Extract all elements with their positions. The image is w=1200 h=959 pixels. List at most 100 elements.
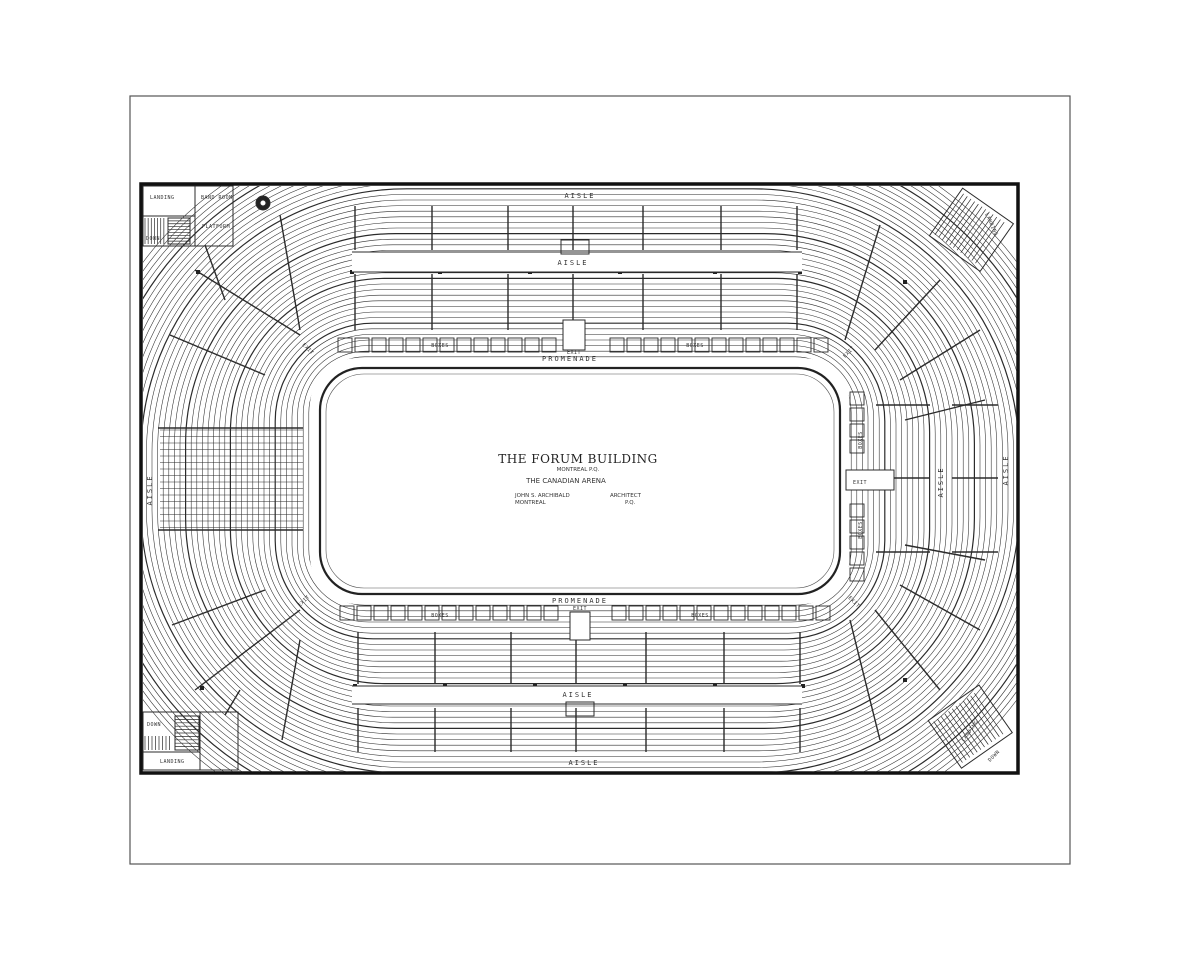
radial-divider	[194, 609, 301, 691]
radial-divider	[899, 584, 981, 631]
rink-inner-line	[325, 373, 835, 589]
aisle-label-left: AISLE	[146, 474, 154, 505]
box-seat	[849, 519, 865, 534]
section-dividers	[158, 206, 998, 752]
promenade-label-bottom: PROMENADE	[552, 597, 608, 605]
radial-divider	[194, 269, 301, 336]
stair-bottom-center	[565, 701, 595, 717]
aisle-label-right-outer: AISLE	[1002, 454, 1010, 485]
box-seat	[371, 337, 387, 353]
boxes-label-right-upper: BOXES	[858, 431, 864, 449]
radial-divider	[849, 619, 881, 741]
box-seat	[356, 605, 372, 621]
plan-title: THE FORUM BUILDING	[498, 452, 658, 466]
radial-divider	[171, 589, 266, 626]
box-seat	[662, 605, 678, 621]
box-seat	[439, 337, 455, 353]
promenade-top	[352, 252, 802, 272]
box-seat	[337, 337, 353, 353]
box-seat	[456, 337, 472, 353]
sheet-border	[129, 95, 1071, 865]
exit-right-opening	[845, 469, 895, 491]
seat-row	[196, 244, 964, 718]
seat-row	[162, 210, 998, 752]
boxes-label-right-lower: BOXES	[858, 521, 864, 539]
box-seat	[849, 407, 865, 422]
box-seat	[849, 535, 865, 550]
seat-row	[190, 238, 970, 724]
box-seat	[626, 337, 642, 353]
box-seat	[507, 337, 523, 353]
boxes-label-bottom-left: BOXES	[431, 613, 449, 619]
promenade-label-top: PROMENADE	[542, 355, 598, 363]
exit-label-bottom: EXIT	[573, 606, 587, 612]
landing-label-bl: LANDING	[160, 759, 185, 765]
box-seat	[677, 337, 693, 353]
architect-city: MONTREAL	[515, 500, 547, 506]
seat-row	[146, 194, 1014, 768]
landing-label-tl: LANDING	[150, 195, 175, 201]
box-seat	[798, 605, 814, 621]
box-seat	[660, 337, 676, 353]
box-seat	[388, 337, 404, 353]
box-seat	[628, 605, 644, 621]
box-seat	[526, 605, 542, 621]
exit-label-right: EXIT	[853, 480, 867, 486]
seat-row	[229, 277, 931, 685]
band-room-label: BAND ROOM	[201, 195, 233, 201]
box-seat	[849, 503, 865, 518]
column-dot	[196, 270, 200, 274]
box-seat	[745, 337, 761, 353]
aisle-label-top: AISLE	[564, 192, 595, 200]
seat-row	[168, 216, 992, 746]
box-seat	[764, 605, 780, 621]
radial-divider	[224, 689, 241, 716]
radial-divider	[899, 329, 981, 381]
seat-row	[246, 294, 914, 668]
exit-bottom-opening	[569, 611, 591, 641]
down-label-bl: DOWN	[147, 722, 161, 728]
seat-row	[179, 227, 981, 735]
box-seat	[643, 337, 659, 353]
box-seat	[747, 605, 763, 621]
seat-row	[258, 306, 902, 656]
radial-divider	[904, 399, 986, 421]
promenade-bottom	[352, 686, 802, 704]
box-seat	[815, 605, 831, 621]
boxes-label-bottom-right: BOXES	[691, 613, 709, 619]
radial-divider	[844, 224, 881, 341]
seat-row	[151, 199, 1009, 763]
column-dot	[903, 280, 907, 284]
box-seat	[730, 605, 746, 621]
box-seat	[796, 337, 812, 353]
stair-bottom-right	[927, 684, 1013, 769]
box-seat	[728, 337, 744, 353]
architect-role: ARCHITECT	[610, 493, 642, 499]
radial-divider	[281, 639, 301, 741]
down-label-tl: DOWN	[146, 236, 160, 242]
box-seat	[541, 337, 557, 353]
seat-row	[174, 222, 986, 740]
box-seat	[696, 605, 712, 621]
box-seat	[779, 337, 795, 353]
exit-label-br: EXIT	[847, 595, 861, 609]
box-seat	[473, 337, 489, 353]
box-seat	[679, 605, 695, 621]
aisle-label-right: AISLE	[937, 466, 945, 497]
box-seat	[424, 605, 440, 621]
box-seat	[611, 605, 627, 621]
box-seat	[849, 567, 865, 582]
box-seat	[339, 605, 355, 621]
platform-label: PLATFORM	[202, 224, 230, 230]
stair-top-left	[142, 185, 271, 247]
box-seat	[849, 551, 865, 566]
box-seat	[694, 337, 710, 353]
box-seat	[524, 337, 540, 353]
ice-rink	[318, 366, 842, 596]
seat-row	[143, 188, 1017, 772]
seat-row	[202, 250, 958, 712]
box-seat	[405, 337, 421, 353]
box-seat	[849, 391, 865, 406]
box-seat	[713, 605, 729, 621]
box-seat	[781, 605, 797, 621]
